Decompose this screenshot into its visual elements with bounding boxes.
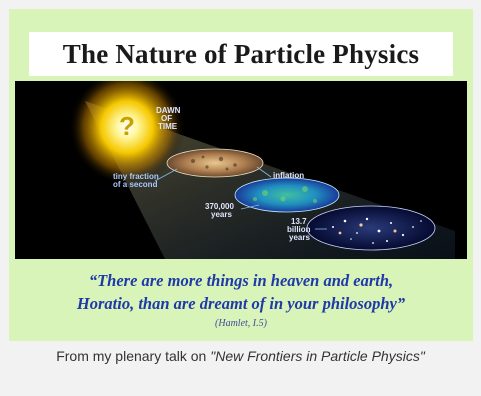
cmb-disc — [234, 177, 340, 213]
plasma-texture — [191, 155, 237, 171]
inflation-label: inflation — [273, 171, 304, 180]
billion-years-line: billion — [287, 225, 311, 234]
dawn-label-line: OF — [161, 114, 172, 123]
big-bang-glow — [69, 81, 185, 185]
billion-years-line: 13.7 — [291, 217, 307, 226]
slide-image[interactable]: The Nature of Particle Physics — [9, 9, 473, 341]
tiny-fraction-line: of a second — [113, 180, 158, 189]
hamlet-quote: “There are more things in heaven and ear… — [9, 269, 473, 315]
caption-talk-title: "New Frontiers in Particle Physics" — [210, 348, 425, 364]
years-370000-line: years — [211, 210, 232, 219]
tiny-fraction-label: tiny fraction of a second — [113, 172, 161, 189]
caption-prefix: From my plenary talk on — [56, 348, 211, 364]
plasma-disc — [166, 148, 264, 178]
quote-line-2: Horatio, than are dreamt of in your phil… — [76, 294, 406, 313]
cosmic-timeline-illustration: ? DAWN OF TIME tiny fraction of a second — [15, 81, 467, 259]
tiny-fraction-line: tiny fraction — [113, 172, 159, 181]
dawn-label-line: TIME — [158, 122, 178, 131]
quote-citation: (Hamlet, I.5) — [215, 318, 267, 329]
quote-line-1: “There are more things in heaven and ear… — [88, 271, 394, 290]
image-caption: From my plenary talk on "New Frontiers i… — [0, 348, 481, 365]
label-pointer-lines — [154, 166, 327, 230]
slide-title-box: The Nature of Particle Physics — [29, 32, 453, 76]
question-mark: ? — [119, 111, 135, 141]
billion-years-line: years — [289, 233, 310, 242]
galaxy-disc — [306, 205, 436, 251]
years-370000-line: 370,000 — [205, 202, 234, 211]
galaxy-stars — [332, 217, 422, 244]
slide-title: The Nature of Particle Physics — [62, 38, 420, 69]
cmb-texture — [253, 186, 317, 203]
dawn-label-line: DAWN — [156, 106, 181, 115]
dawn-of-time-label: DAWN OF TIME — [156, 106, 183, 131]
galaxy-clusters — [338, 223, 397, 235]
370000-years-label: 370,000 years — [205, 202, 236, 219]
cosmic-timeline-svg: ? DAWN OF TIME tiny fraction of a second — [69, 81, 455, 259]
billion-years-label: 13.7 billion years — [287, 217, 313, 242]
